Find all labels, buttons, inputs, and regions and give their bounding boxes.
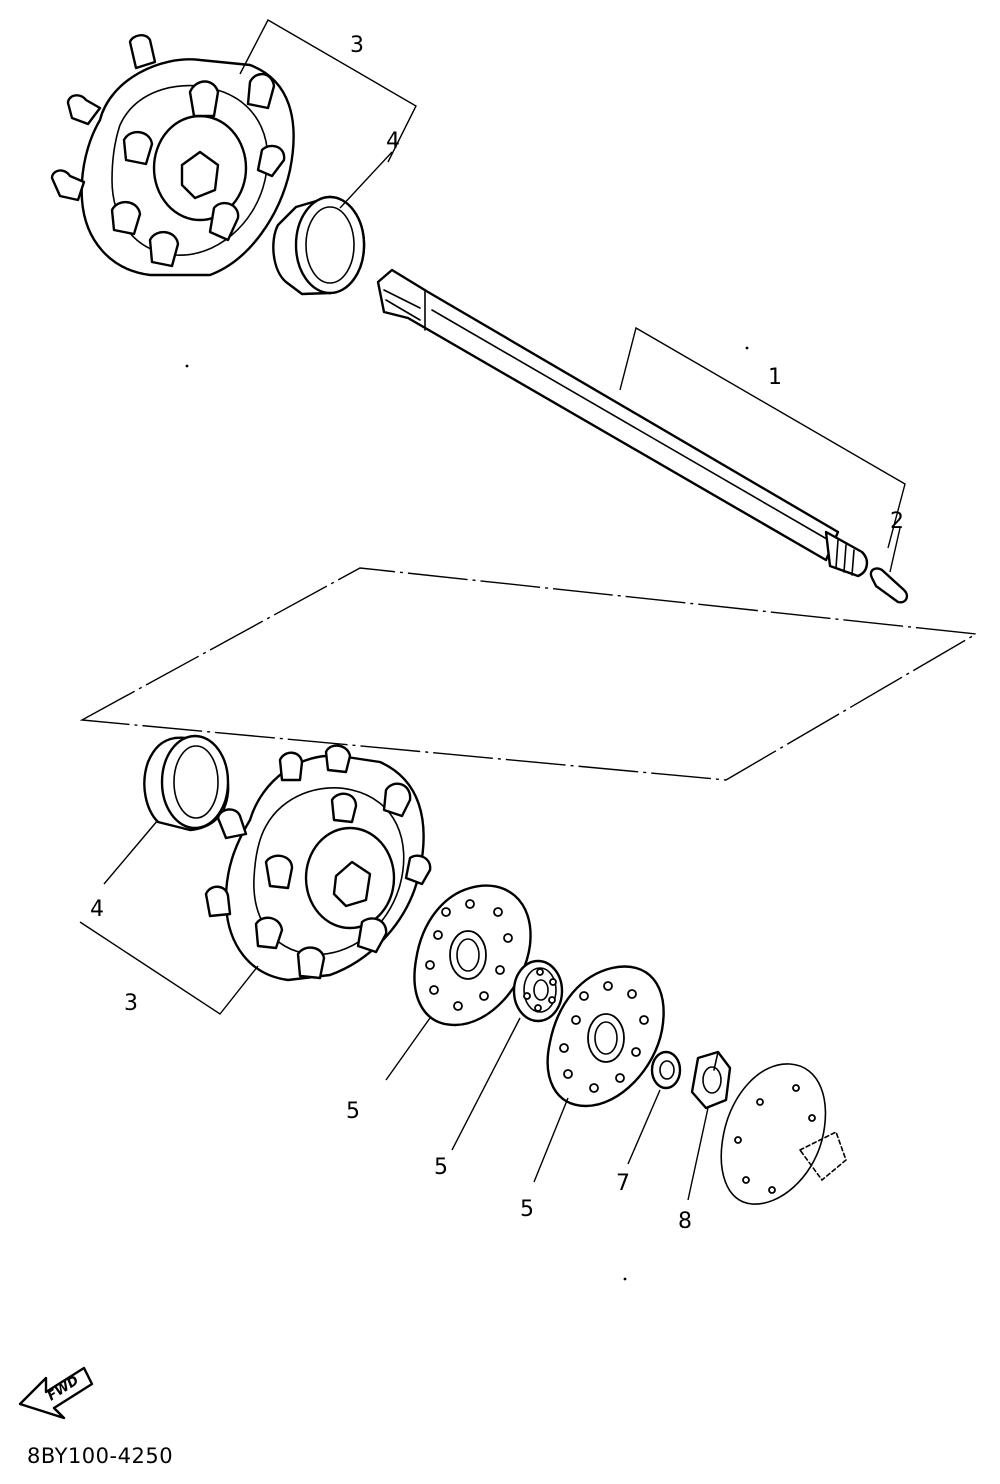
diagram-code: 8BY100-4250 [27,1444,174,1468]
callout-3-top: 3 [350,33,364,58]
pin [869,567,909,604]
callout-1: 1 [768,365,782,390]
plate-right [546,965,665,1108]
callout-3-bottom: 3 [124,991,138,1016]
callout-4-bottom: 4 [90,897,104,922]
sprocket-hub-bottom [204,744,432,982]
washer [650,1050,682,1090]
callout-7: 7 [616,1171,630,1196]
wheel-hub-flange [720,1063,847,1205]
bearing [512,959,564,1023]
callout-5-bearing: 5 [434,1155,448,1180]
drive-shaft [376,268,869,578]
callout-4-top: 4 [386,129,400,154]
fwd-arrow-icon: FWD [18,1366,94,1420]
callout-5-plate-left: 5 [346,1099,360,1124]
callout-5-plate-right: 5 [520,1197,534,1222]
bushing-top [272,195,366,296]
plate-left [413,884,532,1027]
callout-2: 2 [890,509,904,534]
callout-numbers: 1 2 3 4 4 3 5 5 5 7 8 [90,33,904,1234]
leader-lines [79,19,979,1201]
nut [690,1050,732,1110]
bushing-bottom [143,734,230,832]
callout-8: 8 [678,1209,692,1234]
sprocket-hub-top [50,34,295,277]
